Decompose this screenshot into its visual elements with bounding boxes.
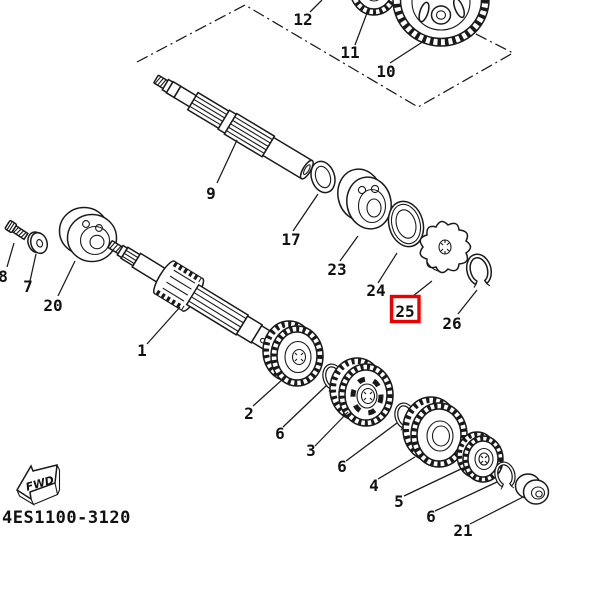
leader-lines — [6, 0, 524, 525]
callout-7[interactable]: 7 — [23, 277, 33, 296]
part-code: 4ES1100-3120 — [2, 508, 131, 528]
callout-17[interactable]: 17 — [281, 230, 300, 249]
callout-20[interactable]: 20 — [43, 296, 62, 315]
shaft-1-main-axle — [107, 240, 282, 354]
callout-12[interactable]: 12 — [293, 10, 312, 29]
callout-4[interactable]: 4 — [369, 476, 379, 495]
callout-9[interactable]: 9 — [206, 184, 216, 203]
callout-11[interactable]: 11 — [340, 43, 359, 62]
callout-6b[interactable]: 6 — [337, 457, 347, 476]
callout-21[interactable]: 21 — [453, 521, 472, 540]
callout-2[interactable]: 2 — [244, 404, 254, 423]
o-ring-17 — [310, 160, 336, 194]
bearing-21 — [514, 473, 550, 505]
callout-8[interactable]: 8 — [0, 267, 8, 286]
callout-23[interactable]: 23 — [327, 260, 346, 279]
callout-24[interactable]: 24 — [366, 281, 385, 300]
collar-24 — [387, 200, 425, 248]
bearing-20 — [58, 206, 118, 263]
gear-10 — [392, 0, 490, 47]
bearing-23 — [337, 168, 392, 230]
callout-25-selected[interactable]: 25 — [395, 302, 414, 321]
sprocket-25 — [419, 220, 472, 274]
shaft-9-drive-axle — [153, 74, 314, 180]
gear-5 — [456, 431, 504, 483]
gear-3 — [329, 357, 394, 427]
gear-4 — [402, 396, 468, 468]
phantom-boundary-line — [136, 4, 515, 108]
callout-26[interactable]: 26 — [442, 314, 461, 333]
highlight-box — [389, 294, 421, 324]
callout-6a[interactable]: 6 — [275, 424, 285, 443]
gear-11 — [351, 0, 397, 16]
bolt-8 — [4, 219, 29, 241]
callout-3[interactable]: 3 — [306, 441, 316, 460]
callout-5[interactable]: 5 — [394, 492, 404, 511]
callout-10[interactable]: 10 — [376, 62, 395, 81]
fwd-arrow: FWD — [15, 464, 61, 506]
callout-6c[interactable]: 6 — [426, 507, 436, 526]
callout-1[interactable]: 1 — [137, 341, 147, 360]
gear-2 — [262, 320, 324, 387]
washer-7 — [27, 231, 49, 255]
